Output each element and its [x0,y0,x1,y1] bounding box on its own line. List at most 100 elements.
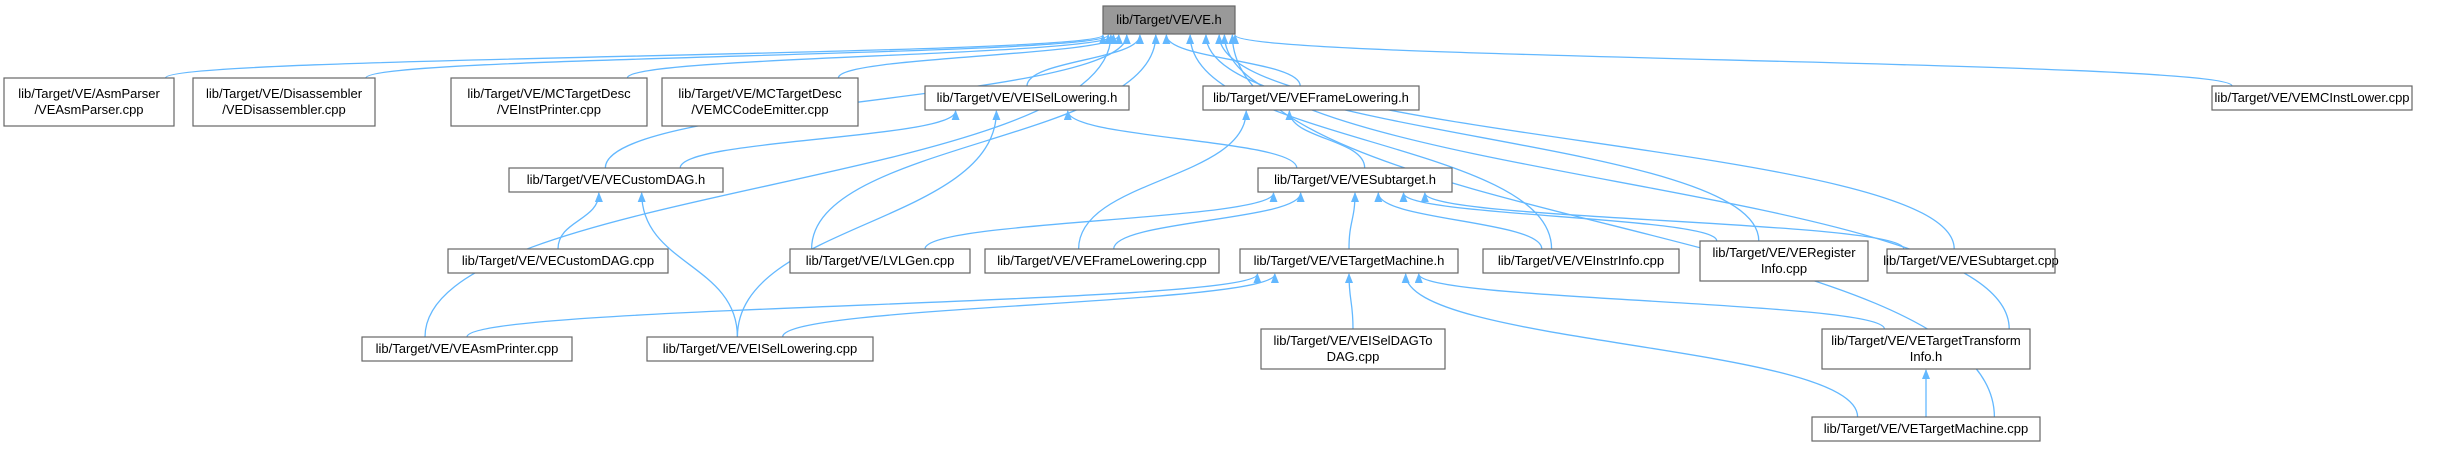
node-targetmachine_h[interactable]: lib/Target/VE/VETargetMachine.h [1239,248,1459,274]
node-isellowering_cpp[interactable]: lib/Target/VE/VEISelLowering.cpp [646,336,874,362]
node-box [192,77,376,127]
node-label: lib/Target/VE/VEMCInstLower.cpp [2214,90,2409,105]
node-box [508,167,724,193]
edge-targetmachine_h-to-subtarget_h [1348,192,1359,250]
node-box [450,77,648,127]
edge-instprinter-to-ve_h [626,34,1118,79]
node-label: Info.cpp [1761,261,1807,276]
node-label: /VEInstPrinter.cpp [497,102,601,117]
node-label: lib/Target/VE/VECustomDAG.h [527,172,705,187]
node-box [789,248,971,274]
node-label: lib/Target/VE/VEAsmPrinter.cpp [376,341,559,356]
node-label: lib/Target/VE/VETargetMachine.h [1254,253,1445,268]
node-label: lib/Target/VE/VE.h [1116,12,1222,27]
edge-subtarget_cpp-to-ve_h [1215,34,1955,250]
edge-customdag_cpp-to-customdag_h [557,192,603,250]
edge-isellowering_cpp-to-customdag_h [637,192,739,338]
node-label: lib/Target/VE/VEInstrInfo.cpp [1498,253,1664,268]
node-mccodeemitter[interactable]: lib/Target/VE/MCTargetDesc/VEMCCodeEmitt… [661,77,859,127]
node-asmparser[interactable]: lib/Target/VE/AsmParser/VEAsmParser.cpp [3,77,175,127]
node-label: DAG.cpp [1327,349,1380,364]
node-label: lib/Target/VE/MCTargetDesc [467,86,631,101]
node-box [2211,85,2413,111]
edge-mccodeemitter-to-ve_h [837,34,1123,79]
node-box [661,77,859,127]
node-label: Info.h [1910,349,1943,364]
node-box [1260,328,1446,370]
node-label: lib/Target/VE/VETargetMachine.cpp [1824,421,2029,436]
node-box [1886,248,2056,274]
node-box [1257,167,1453,193]
node-instrinfo[interactable]: lib/Target/VE/VEInstrInfo.cpp [1482,248,1680,274]
edge-iseldagtodag-to-targetmachine_h [1345,273,1354,330]
node-box [3,77,175,127]
edge-subtarget_h-to-isellowering_h [1063,110,1298,169]
node-mcinstlower[interactable]: lib/Target/VE/VEMCInstLower.cpp [2211,85,2413,111]
node-subtarget_h[interactable]: lib/Target/VE/VESubtarget.h [1257,167,1453,193]
edge-mcinstlower-to-ve_h [1231,34,2233,87]
node-isellowering_h[interactable]: lib/Target/VE/VEISelLowering.h [924,85,1130,111]
node-label: lib/Target/VE/VEFrameLowering.h [1213,90,1409,105]
edge-lvlgen-to-subtarget_h [924,192,1278,250]
node-box [1699,240,1869,282]
edge-subtarget_h-to-framelowering_h [1285,110,1366,169]
node-box [984,248,1220,274]
node-label: lib/Target/VE/VEISelLowering.h [937,90,1118,105]
edge-subtarget_cpp-to-subtarget_h [1420,192,1905,250]
edge-framelowering_cpp-to-framelowering_h [1077,110,1251,250]
node-targetmachine_cpp[interactable]: lib/Target/VE/VETargetMachine.cpp [1811,416,2041,442]
node-customdag_cpp[interactable]: lib/Target/VE/VECustomDAG.cpp [447,248,669,274]
node-box [1811,416,2041,442]
edge-instrinfo-to-subtarget_h [1374,192,1543,250]
edge-targettransforminfo-to-targetmachine_h [1414,273,1886,330]
node-label: /VEAsmParser.cpp [34,102,143,117]
node-box [1482,248,1680,274]
edge-isellowering_cpp-to-isellowering_h [736,110,1001,338]
edge-isellowering_cpp-to-targetmachine_h [781,273,1279,338]
node-instprinter[interactable]: lib/Target/VE/MCTargetDesc/VEInstPrinter… [450,77,648,127]
node-label: lib/Target/VE/AsmParser [18,86,160,101]
node-label: lib/Target/VE/VECustomDAG.cpp [462,253,654,268]
node-box [924,85,1130,111]
node-label: lib/Target/VE/VERegister [1712,245,1856,260]
node-ve_h[interactable]: lib/Target/VE/VE.h [1102,5,1236,35]
node-lvlgen[interactable]: lib/Target/VE/LVLGen.cpp [789,248,971,274]
node-customdag_h[interactable]: lib/Target/VE/VECustomDAG.h [508,167,724,193]
node-box [1202,85,1420,111]
node-framelowering_h[interactable]: lib/Target/VE/VEFrameLowering.h [1202,85,1420,111]
node-label: lib/Target/VE/VEISelLowering.cpp [663,341,857,356]
node-box [1239,248,1459,274]
node-box [1102,5,1236,35]
node-label: /VEMCCodeEmitter.cpp [691,102,828,117]
node-framelowering_cpp[interactable]: lib/Target/VE/VEFrameLowering.cpp [984,248,1220,274]
node-label: lib/Target/VE/MCTargetDesc [678,86,842,101]
node-box [447,248,669,274]
edge-isellowering_h-to-ve_h [1026,34,1144,87]
node-label: lib/Target/VE/Disassembler [206,86,363,101]
node-label: lib/Target/VE/LVLGen.cpp [806,253,955,268]
node-label: lib/Target/VE/VEFrameLowering.cpp [997,253,1207,268]
edge-customdag_h-to-ve_h [604,34,1131,169]
node-label: lib/Target/VE/VEISelDAGTo [1274,333,1433,348]
edge-asmparser-to-ve_h [164,34,1107,79]
node-box [646,336,874,362]
node-label: lib/Target/VE/VESubtarget.cpp [1883,253,2059,268]
node-subtarget_cpp[interactable]: lib/Target/VE/VESubtarget.cpp [1883,248,2059,274]
node-label: lib/Target/VE/VETargetTransform [1831,333,2021,348]
edge-asmprinter-to-targetmachine_h [466,273,1262,338]
node-box [361,336,573,362]
node-box [1821,328,2031,370]
edge-disasm-to-ve_h [365,34,1112,79]
node-disasm[interactable]: lib/Target/VE/Disassembler/VEDisassemble… [192,77,376,127]
edge-customdag_h-to-isellowering_h [679,110,960,169]
node-asmprinter[interactable]: lib/Target/VE/VEAsmPrinter.cpp [361,336,573,362]
nodes-layer: lib/Target/VE/VE.h lib/Target/VE/AsmParse… [3,5,2413,442]
node-label: /VEDisassembler.cpp [222,102,346,117]
edge-targetmachine_cpp-to-targetmachine_h [1401,273,1859,418]
edge-instrinfo-to-ve_h [1186,34,1553,250]
edge-registerinfo-to-ve_h [1202,34,1760,242]
